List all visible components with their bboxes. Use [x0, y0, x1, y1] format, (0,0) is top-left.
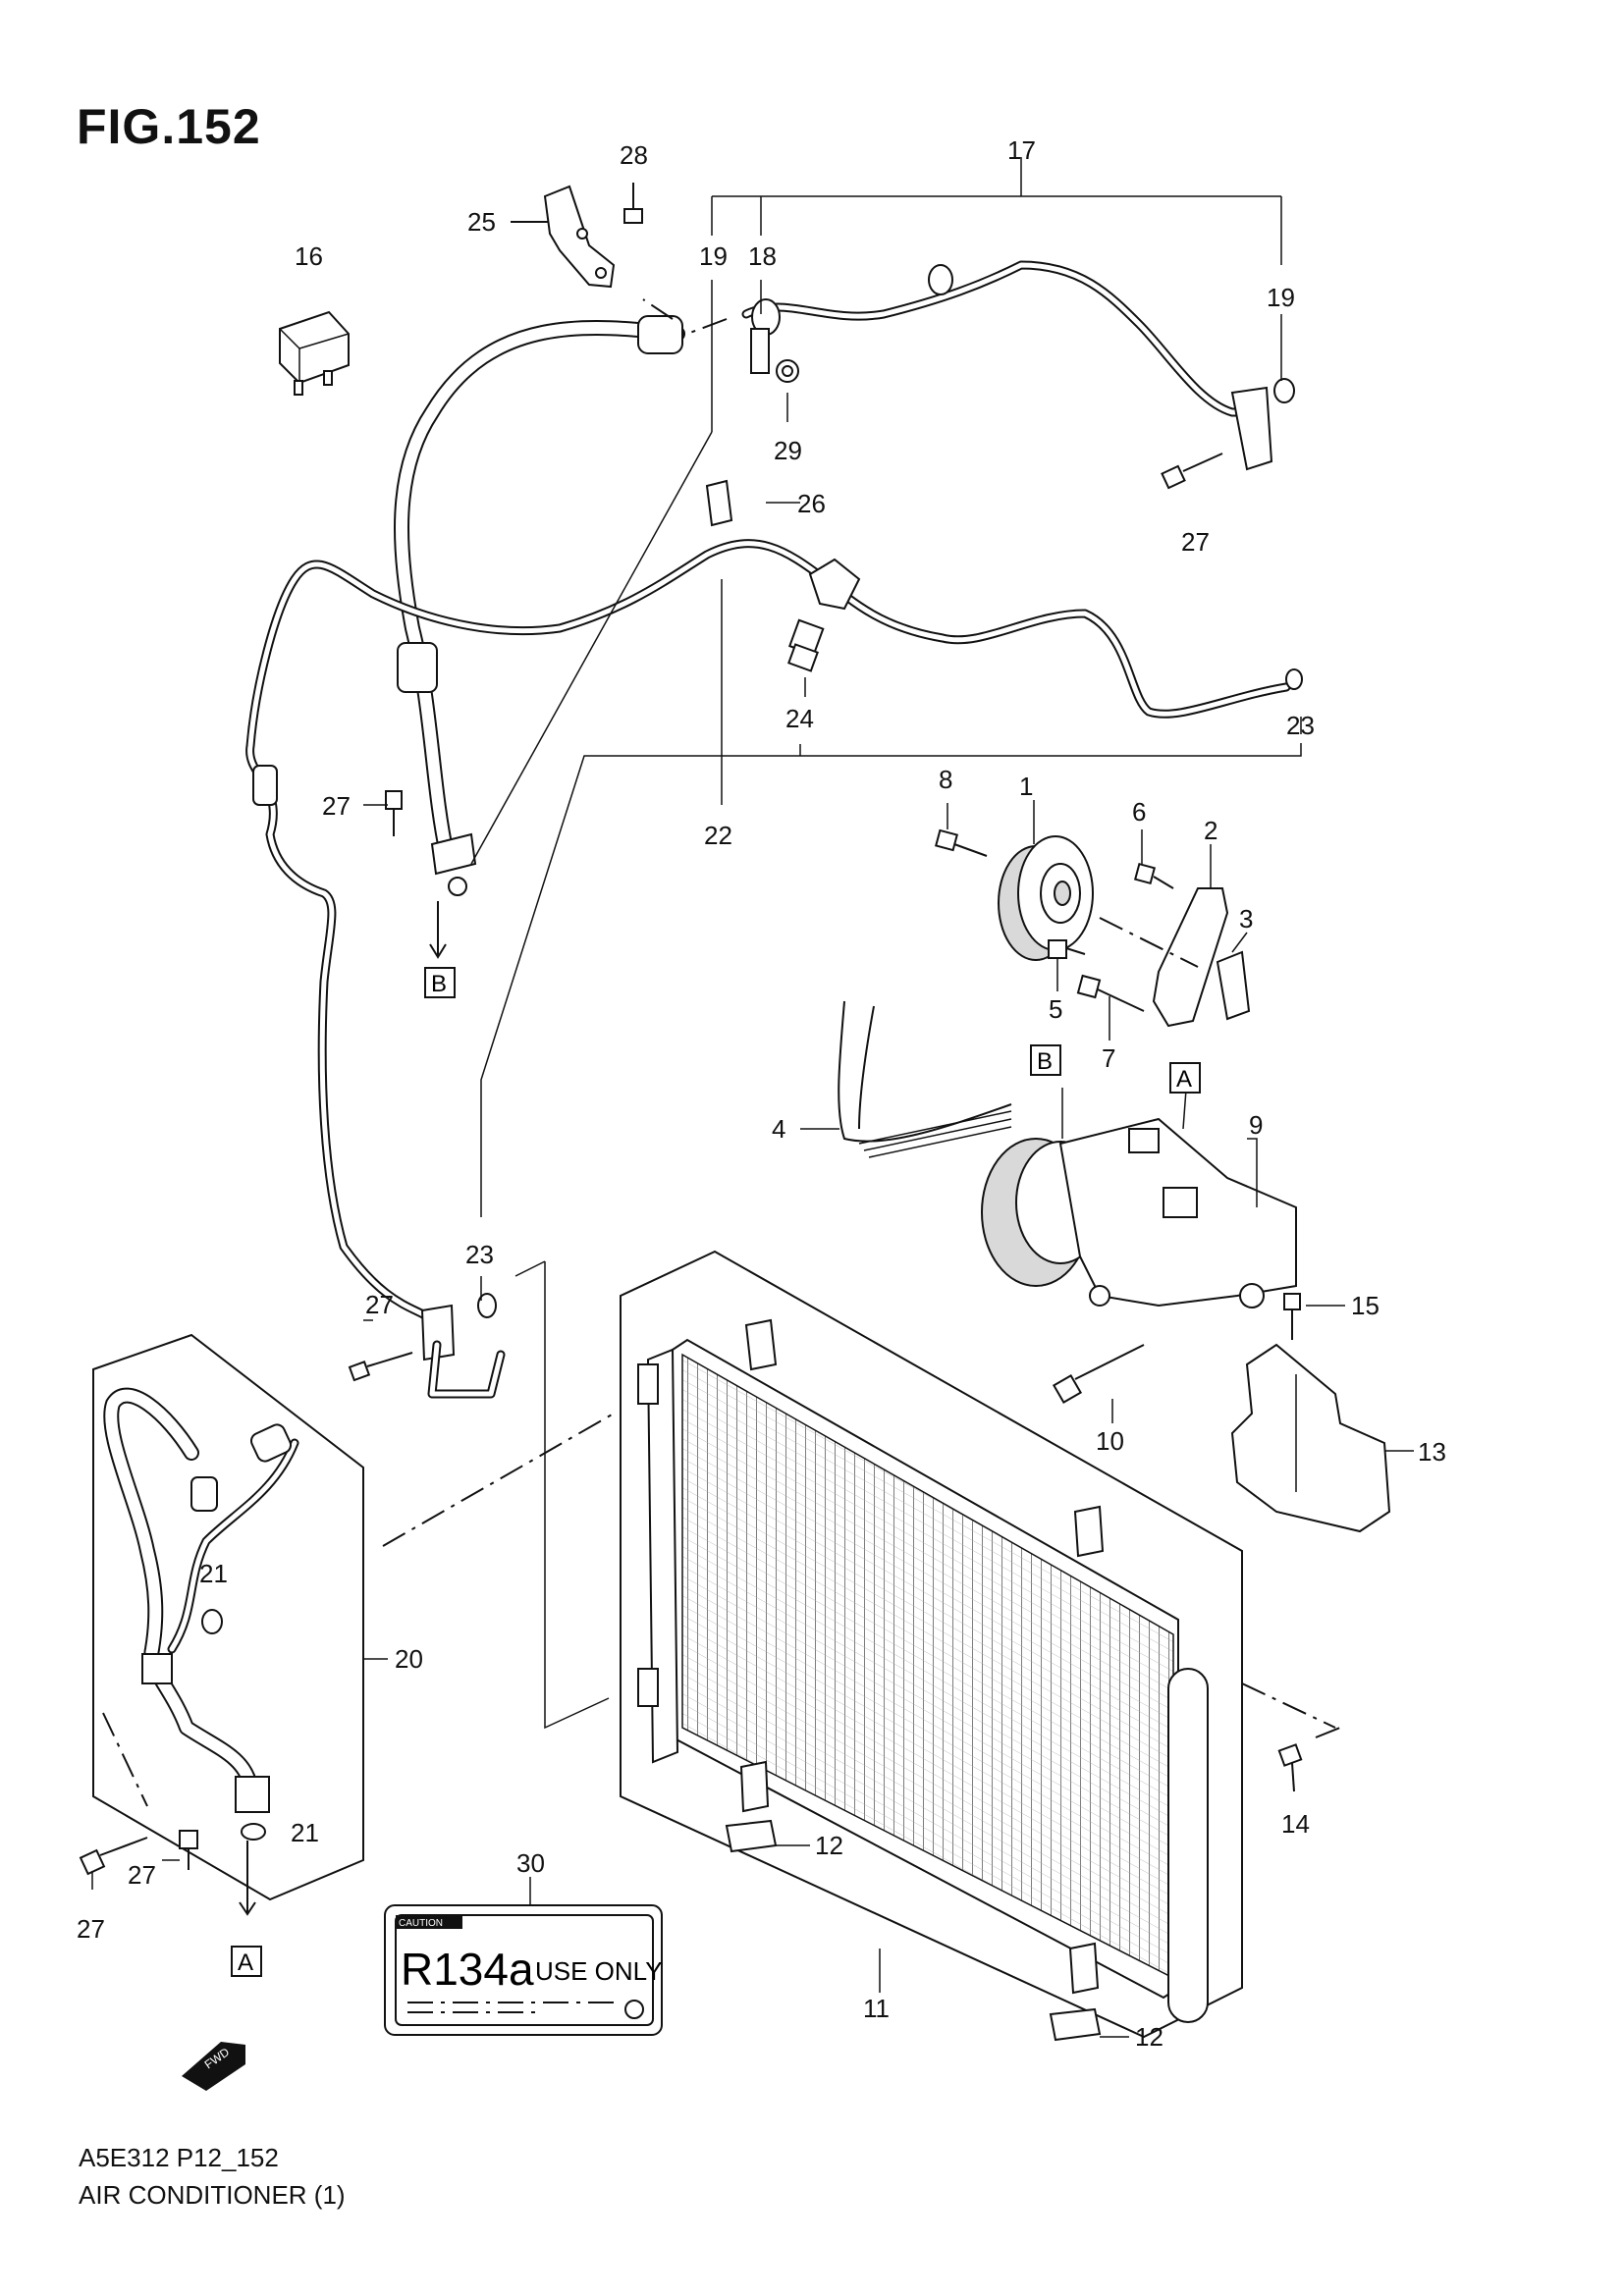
suction-hose	[393, 298, 685, 896]
callout-4: 4	[772, 1114, 785, 1144]
callout-28: 28	[620, 140, 648, 170]
callout-22: 22	[704, 821, 732, 850]
figure-name: AIR CONDITIONER (1)	[79, 2180, 346, 2210]
callout-5: 5	[1049, 994, 1062, 1024]
callout-13: 13	[1418, 1437, 1446, 1467]
bolt-14	[1277, 1727, 1341, 1792]
bolt-7	[1076, 974, 1145, 1041]
svg-text:A: A	[238, 1949, 253, 1976]
callout-12a: 12	[815, 1831, 843, 1860]
callout-19b: 19	[1267, 283, 1295, 312]
bolt-6	[1133, 829, 1174, 889]
callout-9: 9	[1249, 1110, 1263, 1140]
clip-26	[705, 479, 733, 527]
svg-text:A: A	[1176, 1066, 1192, 1093]
callout-19a: 19	[699, 241, 728, 271]
bracket-2	[1099, 844, 1229, 1028]
callout-26: 26	[797, 489, 826, 518]
bolt-15	[1283, 1293, 1345, 1340]
callout-23a: 23	[1286, 711, 1315, 740]
bolt-5	[1048, 939, 1086, 991]
callouts: 1 2 3 4 5 6 7 8 9 10 11 12 12 13 14 15 1…	[77, 135, 1446, 2052]
bolt-27-low	[348, 1352, 413, 1382]
callout-21b: 21	[291, 1818, 319, 1847]
callout-27c: 27	[365, 1290, 394, 1319]
connector-b-comp: B	[1030, 1044, 1061, 1076]
connector-b-left: B	[424, 967, 456, 998]
callout-11: 11	[863, 1994, 890, 2023]
nut-29	[776, 359, 799, 383]
callout-24: 24	[785, 704, 814, 733]
relay-16	[279, 310, 350, 396]
pipe-assembly-20	[92, 1333, 388, 1916]
svg-text:B: B	[431, 971, 447, 997]
callout-27b: 27	[1181, 527, 1210, 557]
callout-18: 18	[748, 241, 777, 271]
bolt-10	[1052, 1344, 1145, 1423]
callout-25: 25	[467, 207, 496, 237]
callout-15: 15	[1351, 1291, 1380, 1320]
callout-27d: 27	[128, 1860, 156, 1890]
callout-12b: 12	[1135, 2022, 1163, 2052]
callout-7: 7	[1102, 1043, 1115, 1073]
compressor-9	[981, 1088, 1297, 1308]
figure-code: A5E312 P12_152	[79, 2143, 279, 2172]
callout-23b: 23	[465, 1240, 494, 1269]
callout-27a: 27	[322, 791, 351, 821]
callout-29: 29	[774, 436, 802, 465]
callout-27e: 27	[77, 1914, 105, 1944]
callout-16: 16	[295, 241, 323, 271]
discharge-pipe-17	[686, 260, 1295, 471]
fwd-arrow: FWD	[182, 2042, 245, 2091]
callout-1: 1	[1019, 772, 1033, 801]
plate-3	[1216, 932, 1251, 1021]
bolt-27-mid	[385, 790, 403, 836]
connector-a-left: A	[231, 1946, 262, 1977]
figure-title: FIG.152	[77, 99, 261, 154]
callout-21a: 21	[199, 1559, 228, 1588]
bolt-28	[623, 183, 643, 224]
connector-a-comp: A	[1169, 1062, 1201, 1094]
pressure-switch-24	[787, 618, 825, 672]
bolt-8	[935, 803, 988, 857]
card-text: USE ONLY	[535, 1956, 663, 1986]
cover-13	[1230, 1343, 1414, 1533]
bracket-25	[511, 185, 616, 289]
callout-20: 20	[395, 1644, 423, 1674]
callout-8: 8	[939, 765, 952, 794]
svg-text:B: B	[1037, 1048, 1053, 1075]
bolt-27-top	[1161, 453, 1223, 490]
card-refrigerant: R134a	[401, 1944, 534, 1995]
callout-6: 6	[1132, 797, 1146, 827]
bolt-27-left2	[162, 1830, 198, 1870]
liquid-line-22	[245, 539, 1303, 1399]
pulley-1	[998, 800, 1094, 961]
cushion-12	[725, 1819, 1129, 2042]
belt-4	[800, 1000, 1012, 1158]
callout-2: 2	[1204, 816, 1217, 845]
card-header: CAUTION	[399, 1918, 443, 1929]
callout-17: 17	[1007, 135, 1036, 165]
bolt-27-left	[79, 1837, 148, 1890]
callout-14: 14	[1281, 1809, 1310, 1839]
condenser-11	[620, 1250, 1243, 2039]
callout-30: 30	[516, 1848, 545, 1878]
callout-10: 10	[1096, 1426, 1124, 1456]
callout-3: 3	[1239, 904, 1253, 934]
label-card-30: CAUTION R134a USE ONLY	[384, 1877, 663, 2036]
